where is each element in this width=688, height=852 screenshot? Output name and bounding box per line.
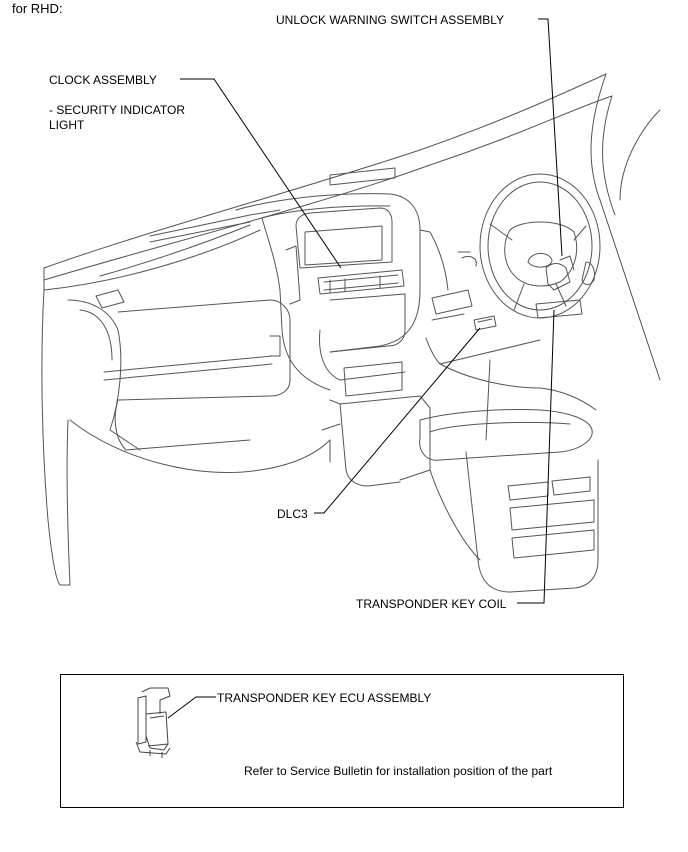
label-unlock-warning-switch: UNLOCK WARNING SWITCH ASSEMBLY [276,13,505,27]
service-bulletin-note: Refer to Service Bulletin for installati… [244,764,553,778]
leader-dlc3 [314,327,481,514]
label-transponder-key-ecu: TRANSPONDER KEY ECU ASSEMBLY [217,691,432,705]
leader-transponder-key-coil [517,309,555,604]
label-security-indicator-2: LIGHT [49,118,85,132]
label-transponder-key-coil: TRANSPONDER KEY COIL [356,597,507,611]
label-dlc3: DLC3 [277,507,308,521]
ecu-inset-box [60,674,624,808]
leader-transponder-key-ecu [167,696,216,719]
leader-clock-assembly [180,78,342,269]
diagram-heading: for RHD: [12,1,63,16]
label-clock-assembly: CLOCK ASSEMBLY [49,73,157,87]
label-security-indicator-1: - SECURITY INDICATOR [49,103,186,117]
leader-unlock-warning-switch [538,18,563,257]
